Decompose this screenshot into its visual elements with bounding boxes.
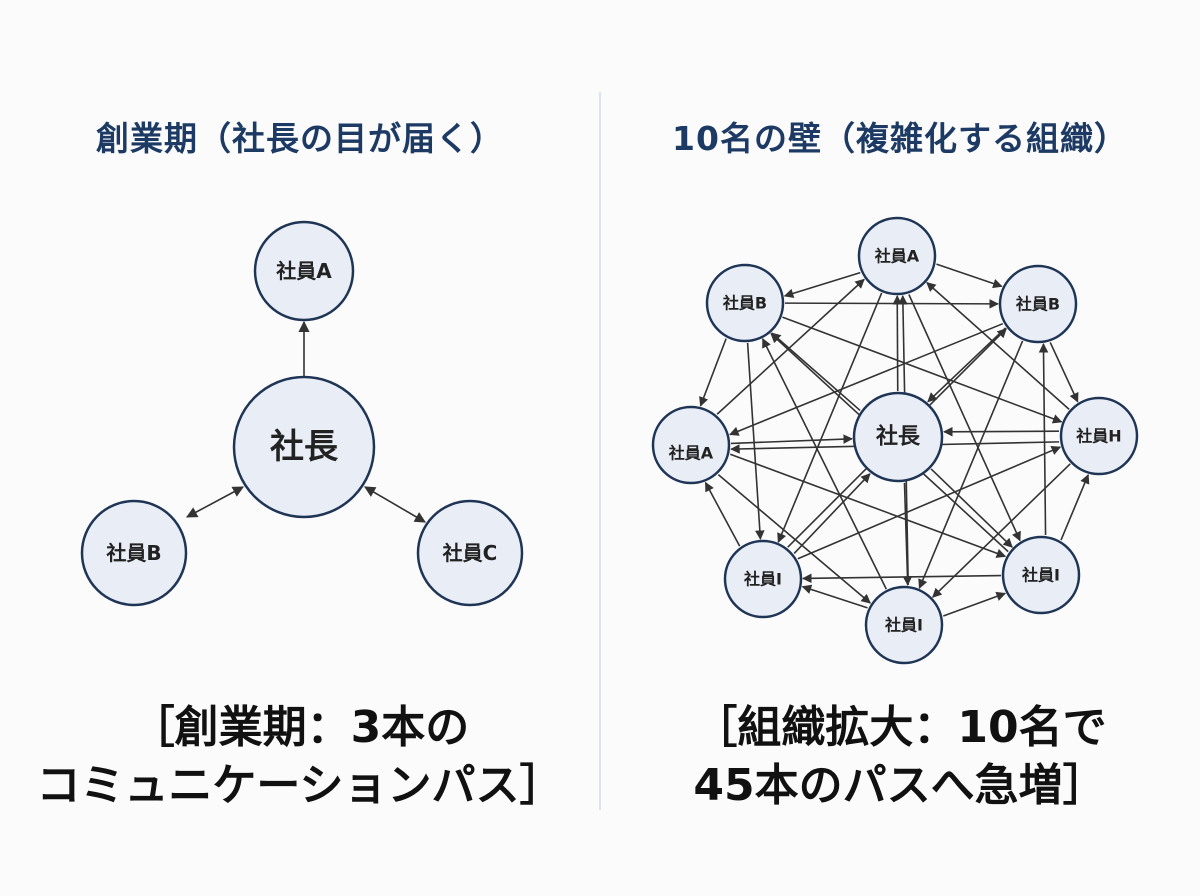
node-r-employee-a-left-label: 社員A	[668, 444, 714, 463]
node-r-employee-i-left-label: 社員I	[743, 570, 782, 589]
node-r-employee-i-right-label: 社員I	[1021, 566, 1060, 585]
communication-path	[802, 573, 1002, 584]
left-caption-line-2: コミュニケーションパス］	[36, 760, 564, 811]
node-employee-b: 社員B	[80, 499, 188, 607]
left-caption-line-1: ［創業期：3本の	[130, 702, 470, 753]
communication-path	[771, 332, 861, 412]
communication-path	[729, 322, 1004, 436]
communication-path	[729, 453, 1007, 558]
node-r-employee-b-right: 社員B	[998, 264, 1078, 344]
communication-path	[784, 299, 999, 309]
node-r-employee-i-right: 社員I	[1001, 535, 1081, 615]
node-r-employee-a-left: 社員A	[651, 405, 731, 485]
communication-path	[777, 292, 883, 543]
communication-path	[918, 340, 1024, 589]
ten-person-org-diagram: 社員A 社員B 社員H 社員I 社員I 社員I 社員A 社員B	[651, 216, 1139, 665]
communication-path	[932, 463, 1071, 598]
node-r-employee-h-label: 社員H	[1075, 427, 1121, 446]
node-r-employee-b-left-label: 社員B	[722, 294, 767, 313]
communication-path	[801, 584, 868, 609]
communication-path	[761, 338, 888, 590]
communication-path	[1060, 473, 1090, 541]
communication-path	[716, 278, 865, 415]
communication-path	[943, 591, 1007, 617]
node-r-employee-h: 社員H	[1059, 396, 1139, 476]
communication-path	[699, 338, 727, 407]
node-r-employee-i-left: 社員I	[723, 539, 803, 619]
right-panel: 10名の壁（複雑化する組織） 社員A 社員B 社員H 社員I 社員I	[600, 0, 1200, 896]
node-r-ceo-label: 社長	[876, 424, 921, 450]
communication-path	[782, 316, 1063, 424]
communication-path	[730, 434, 853, 445]
communication-path	[1038, 342, 1049, 535]
edge-ceo-employee-c	[364, 486, 426, 523]
right-caption-line-1: ［組織拡大：10名で	[693, 702, 1107, 753]
communication-path	[793, 473, 871, 555]
node-r-employee-a-top: 社員A	[857, 216, 937, 296]
communication-path	[927, 327, 1007, 403]
communication-path	[797, 446, 1062, 560]
node-employee-b-label: 社員B	[105, 541, 161, 565]
edge-ceo-employee-b	[186, 486, 244, 518]
left-heading: 創業期（社長の目が届く）	[96, 119, 504, 158]
communication-path	[746, 342, 765, 541]
node-employee-a: 社員A	[253, 220, 355, 322]
communication-path	[908, 294, 1021, 542]
node-r-employee-i-bottom-label: 社員I	[884, 616, 923, 635]
communication-path	[892, 295, 903, 392]
right-caption-line-2: 45本のパスへ急増］	[693, 760, 1107, 811]
node-employee-c-label: 社員C	[442, 541, 498, 565]
panel-divider	[599, 92, 601, 810]
communication-path	[902, 482, 913, 586]
left-panel: 創業期（社長の目が届く） 社員A 社長 社員B 社員C ［創業期：3本の コミュ…	[36, 119, 564, 811]
communication-path	[704, 481, 741, 547]
communication-path	[1049, 342, 1079, 403]
node-employee-a-label: 社員A	[275, 259, 332, 283]
communication-path	[717, 474, 871, 604]
node-r-employee-a-top-label: 社員A	[874, 247, 920, 266]
communication-path	[783, 271, 861, 298]
right-heading: 10名の壁（複雑化する組織）	[672, 119, 1128, 158]
node-employee-c: 社員C	[416, 499, 524, 607]
node-r-ceo: 社長	[852, 391, 944, 483]
node-ceo-label: 社長	[270, 427, 339, 467]
node-ceo: 社長	[232, 375, 376, 519]
node-r-employee-b-left: 社員B	[705, 263, 785, 343]
node-r-employee-b-right-label: 社員B	[1015, 295, 1060, 314]
node-r-employee-i-bottom: 社員I	[864, 585, 944, 665]
startup-org-diagram: 社員A 社長 社員B 社員C	[80, 220, 524, 607]
communication-path	[943, 426, 1059, 437]
communication-path	[930, 468, 1013, 548]
communication-path	[936, 263, 1003, 289]
